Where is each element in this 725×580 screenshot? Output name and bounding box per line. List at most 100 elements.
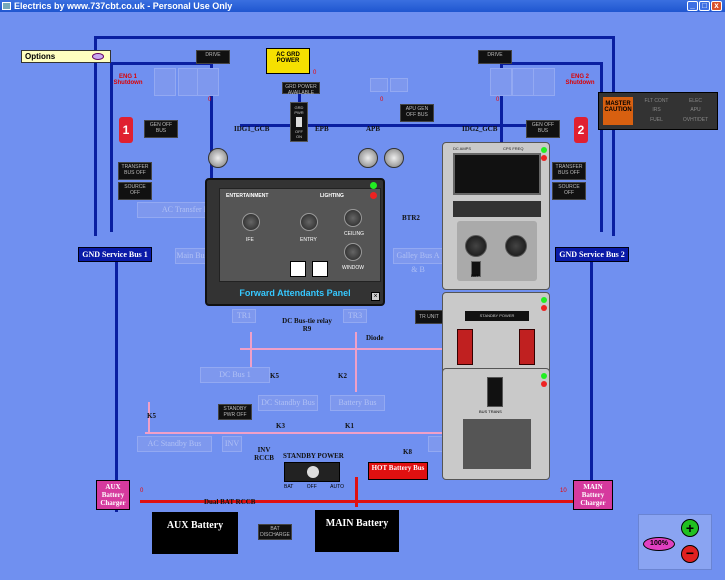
eng1-gen-unit [197, 68, 219, 96]
standby-power-title: STANDBY POWER [283, 452, 344, 460]
zoom-control: 100% + − [638, 514, 712, 570]
panel-close-icon[interactable]: × [371, 292, 380, 301]
apu-knob[interactable] [358, 148, 378, 168]
wire [140, 500, 280, 503]
apu-gen-unit [390, 78, 408, 92]
standby-pwr-off-light: STANDBY PWR OFF [218, 404, 252, 420]
guard-switch-2[interactable] [519, 329, 535, 365]
wire [145, 432, 445, 434]
on-label: ON [296, 134, 302, 139]
bat-position: BAT [284, 484, 294, 490]
idg2-gcb-label: IDG2_GCB [462, 125, 498, 133]
apb-label: APB [366, 125, 380, 133]
main-battery-charger: MAIN Battery Charger [573, 480, 613, 510]
green-indicator[interactable] [370, 182, 377, 189]
app-icon [2, 2, 11, 10]
annunciator: FUEL [650, 116, 663, 123]
k5-label: K5 [270, 372, 279, 380]
idg1-disconnect-knob[interactable] [208, 148, 228, 168]
grd-power-value: 0 [313, 70, 317, 76]
ife-knob[interactable] [242, 213, 260, 231]
eng1-fire-handle[interactable]: 1 [119, 117, 133, 143]
wire [612, 36, 615, 236]
lighting-switch-2[interactable] [312, 261, 328, 277]
window-knob[interactable] [344, 243, 362, 261]
eng2-shutdown-label: ENG 2 Shutdown [565, 74, 595, 86]
panel-title: Forward Attendants Panel [239, 288, 351, 298]
close-button[interactable]: x [711, 1, 722, 11]
apu-value: 0 [380, 97, 384, 103]
green-indicator[interactable] [541, 297, 547, 303]
eng1-value: 0 [208, 97, 212, 103]
eng1-transfer-bus-off-light: TRANSFER BUS OFF [118, 162, 152, 180]
grd-power-switch[interactable] [487, 377, 503, 407]
lighting-switch-1[interactable] [290, 261, 306, 277]
eng2-gen-unit [512, 68, 534, 96]
apu-knob-2[interactable] [384, 148, 404, 168]
ife-label: IFE [246, 237, 254, 243]
bat-switch[interactable] [471, 261, 481, 277]
entertainment-label: ENTERTAINMENT [226, 193, 269, 199]
panel-face: ENTERTAINMENT LIGHTING IFE ENTRY CEILING… [219, 188, 381, 282]
entry-knob[interactable] [300, 213, 318, 231]
wire [240, 124, 560, 127]
inverter: INV [222, 436, 242, 452]
ceiling-label: CEILING [344, 231, 365, 237]
minimize-button[interactable]: _ [687, 1, 698, 11]
eng2-transfer-bus-off-light: TRANSFER BUS OFF [552, 162, 586, 180]
eng1-source-off-light: SOURCE OFF [118, 182, 152, 200]
ac-meter-selector[interactable] [505, 235, 527, 257]
standby-power-positions: BAT OFF AUTO [284, 484, 344, 490]
maximize-button[interactable]: □ [699, 1, 710, 11]
wire [280, 500, 580, 503]
guard-switch-1[interactable] [457, 329, 473, 365]
tr-unit-light: TR UNIT [415, 310, 443, 324]
dc-amps-panel: DC AMPS CPS FREQ BAT [442, 142, 550, 290]
k8-label: K8 [403, 448, 412, 456]
green-indicator[interactable] [541, 373, 547, 379]
grd-pwr-switch[interactable]: GRD PWR OFF ON [290, 102, 308, 142]
battery-bus: Battery Bus [330, 395, 385, 411]
eng1-gen-off-bus-light: GEN OFF BUS [144, 120, 178, 138]
green-indicator[interactable] [541, 147, 547, 153]
btr2-label: BTR2 [402, 214, 420, 222]
hot-battery-bus: HOT Battery Bus [368, 462, 428, 480]
master-caution-button[interactable]: MASTER CAUTION [603, 97, 633, 125]
title-bar: Electrics by www.737cbt.co.uk - Personal… [0, 0, 725, 12]
wire [250, 332, 252, 372]
eng2-fire-handle[interactable]: 2 [574, 117, 588, 143]
lighting-label: LIGHTING [320, 193, 344, 199]
eng2-value: 0 [496, 97, 500, 103]
grd-power-available-light: GRD POWER AVAILABLE [282, 82, 320, 96]
red-indicator[interactable] [541, 381, 547, 387]
window-label: WINDOW [342, 265, 364, 271]
eng2-gen-off-bus-light: GEN OFF BUS [526, 120, 560, 138]
indicator-row [453, 201, 541, 217]
dc-meter-selector[interactable] [465, 235, 487, 257]
inv-rccb-label: INV RCCB [254, 446, 274, 462]
gnd-service-bus-1[interactable]: GND Service Bus 1 [78, 247, 152, 262]
red-indicator[interactable] [541, 155, 547, 161]
master-caution-label: MASTER CAUTION [604, 101, 632, 113]
galley-bus: Galley Bus A & B [393, 248, 443, 274]
aux-charger-value: 0 [140, 488, 144, 494]
dc-bus-tie-label: DC Bus-tie relay R9 [282, 317, 332, 333]
ac-grd-power-cart[interactable]: AC GRD POWER [266, 48, 310, 74]
gnd-service-bus-2[interactable]: GND Service Bus 2 [555, 247, 629, 262]
standby-power-switch[interactable] [284, 462, 340, 482]
annunciator: IRS [652, 107, 661, 114]
selector-panel: BAT [457, 221, 537, 281]
dual-bat-rccb-label: Dual BAT RCCB [204, 498, 256, 506]
zoom-in-button[interactable]: + [681, 519, 699, 537]
k2-label: K2 [338, 372, 347, 380]
options-label: Options [25, 52, 56, 61]
red-indicator[interactable] [370, 192, 377, 199]
zoom-out-button[interactable]: − [681, 545, 699, 563]
ceiling-knob[interactable] [344, 209, 362, 227]
electrical-schematic: Options ENG 1 Shutdown ENG 2 Shutdown 1 … [0, 12, 725, 580]
bat-discharge-light: BAT DISCHARGE [258, 524, 292, 540]
red-indicator[interactable] [541, 305, 547, 311]
options-button[interactable]: Options [21, 50, 111, 63]
wire [355, 332, 357, 392]
wire [110, 62, 210, 65]
